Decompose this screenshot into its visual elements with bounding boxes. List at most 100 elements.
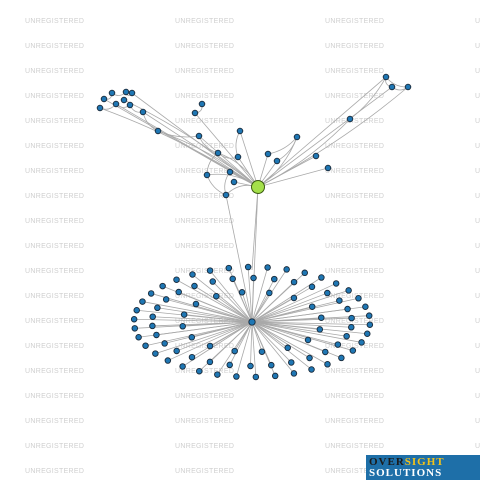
network-node[interactable] — [244, 263, 252, 271]
network-node[interactable] — [133, 306, 140, 314]
network-node[interactable] — [312, 152, 320, 160]
network-node[interactable] — [222, 191, 230, 199]
network-node[interactable] — [173, 276, 180, 283]
network-node[interactable] — [284, 344, 291, 352]
network-node[interactable] — [358, 339, 365, 346]
network-node[interactable] — [334, 341, 342, 348]
network-node[interactable] — [338, 354, 345, 362]
network-node[interactable] — [388, 83, 396, 91]
network-node[interactable] — [264, 264, 271, 271]
network-node[interactable] — [308, 303, 316, 310]
network-node[interactable] — [304, 336, 312, 344]
network-node[interactable] — [308, 366, 315, 373]
network-node[interactable] — [152, 350, 159, 357]
network-node[interactable] — [189, 271, 196, 278]
network-node[interactable] — [283, 266, 290, 273]
network-node[interactable] — [149, 313, 156, 320]
network-node[interactable] — [343, 332, 350, 340]
network-node[interactable] — [268, 361, 275, 369]
network-node[interactable] — [366, 321, 374, 328]
network-node[interactable] — [316, 326, 324, 333]
network-node[interactable] — [273, 157, 281, 165]
network-node[interactable] — [250, 274, 257, 282]
network-node[interactable] — [238, 289, 246, 296]
network-node[interactable] — [188, 334, 196, 341]
network-node[interactable] — [318, 314, 325, 321]
network-node[interactable] — [175, 288, 182, 296]
network-node[interactable] — [225, 264, 233, 272]
network-node[interactable] — [252, 373, 260, 381]
network-node[interactable] — [206, 267, 214, 274]
network-node[interactable] — [293, 133, 301, 141]
network-node[interactable] — [154, 304, 161, 312]
network-node[interactable] — [126, 101, 134, 109]
network-node[interactable] — [139, 108, 147, 116]
network-node[interactable] — [324, 164, 332, 172]
network-node[interactable] — [120, 96, 128, 104]
network-node[interactable] — [306, 354, 313, 362]
network-node[interactable] — [214, 149, 222, 157]
network-node[interactable] — [122, 88, 130, 96]
network-node[interactable] — [349, 347, 357, 354]
network-node[interactable] — [264, 150, 272, 158]
network-node[interactable] — [364, 330, 371, 338]
network-node[interactable] — [159, 282, 166, 290]
network-node[interactable] — [318, 274, 325, 281]
network-node[interactable] — [271, 275, 278, 283]
network-node[interactable] — [234, 153, 242, 161]
network-node[interactable] — [229, 275, 236, 283]
network-node[interactable] — [173, 347, 180, 355]
network-node[interactable] — [404, 83, 412, 91]
network-node[interactable] — [179, 363, 186, 370]
network-node[interactable] — [322, 348, 329, 356]
network-node[interactable] — [226, 361, 233, 369]
network-node[interactable] — [271, 372, 279, 380]
network-node[interactable] — [149, 322, 156, 330]
network-node[interactable] — [206, 358, 214, 366]
network-node[interactable] — [139, 298, 146, 305]
network-node[interactable] — [188, 353, 196, 361]
network-node[interactable] — [131, 325, 139, 332]
network-node[interactable] — [345, 287, 352, 294]
network-node[interactable] — [213, 292, 220, 300]
network-node[interactable] — [332, 280, 340, 287]
network-node[interactable] — [346, 115, 354, 123]
network-node[interactable] — [195, 132, 203, 140]
network-node[interactable] — [198, 100, 206, 108]
network-node[interactable] — [266, 289, 273, 297]
network-node[interactable] — [258, 348, 266, 355]
network-node[interactable] — [196, 367, 203, 375]
network-node[interactable] — [324, 361, 331, 368]
network-node[interactable] — [147, 290, 155, 297]
network-node[interactable] — [100, 95, 108, 103]
network-node[interactable] — [290, 294, 298, 302]
hub-node[interactable] — [248, 318, 256, 326]
network-node[interactable] — [214, 371, 221, 378]
network-node[interactable] — [206, 342, 214, 350]
network-node[interactable] — [290, 370, 298, 377]
network-node[interactable] — [301, 269, 308, 277]
network-node[interactable] — [164, 357, 172, 364]
network-node[interactable] — [142, 342, 149, 349]
network-node[interactable] — [112, 100, 120, 108]
network-node[interactable] — [324, 289, 331, 297]
network-node[interactable] — [154, 127, 162, 135]
network-node[interactable] — [382, 73, 390, 81]
network-node[interactable] — [247, 362, 254, 370]
focus-node[interactable] — [251, 180, 265, 194]
network-node[interactable] — [180, 311, 188, 318]
network-node[interactable] — [161, 340, 168, 347]
network-node[interactable] — [230, 178, 238, 186]
network-node[interactable] — [355, 295, 362, 302]
network-node[interactable] — [348, 314, 355, 322]
network-node[interactable] — [231, 347, 238, 355]
network-node[interactable] — [153, 331, 160, 339]
network-node[interactable] — [290, 278, 298, 286]
network-node[interactable] — [192, 300, 200, 308]
network-node[interactable] — [191, 282, 198, 290]
network-node[interactable] — [128, 89, 136, 97]
network-node[interactable] — [233, 373, 240, 380]
network-node[interactable] — [344, 305, 351, 313]
network-node[interactable] — [336, 297, 343, 304]
network-node[interactable] — [108, 89, 116, 97]
